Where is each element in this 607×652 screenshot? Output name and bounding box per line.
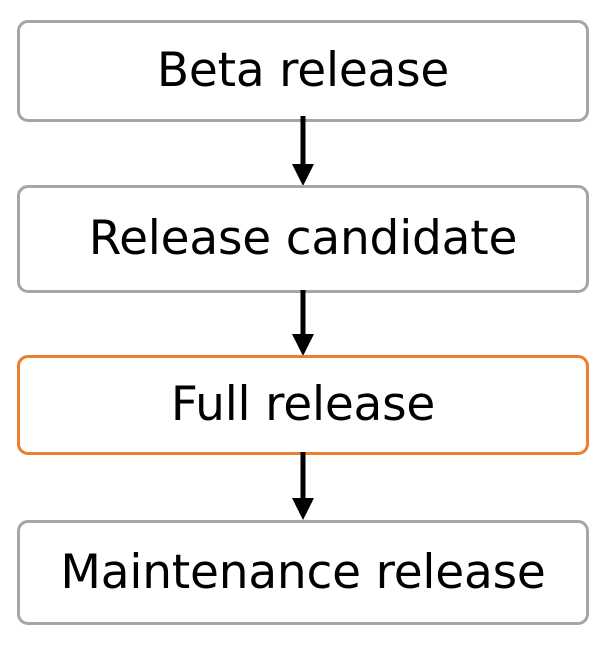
flow-node-maintenance-release[interactable]: Maintenance release: [17, 520, 589, 625]
flow-node-full-release[interactable]: Full release: [17, 355, 589, 455]
arrow-head: [292, 164, 314, 186]
arrow-shaft: [300, 290, 306, 336]
flow-node-label: Full release: [170, 377, 436, 433]
flow-node-label: Release candidate: [88, 211, 518, 267]
arrow-shaft: [300, 116, 306, 166]
flow-node-label: Maintenance release: [60, 544, 546, 600]
arrow-head: [292, 498, 314, 520]
flow-node-release-candidate[interactable]: Release candidate: [17, 185, 589, 293]
flow-node-beta-release[interactable]: Beta release: [17, 20, 589, 122]
arrow-head: [292, 334, 314, 356]
flow-connector-rc-to-full: [0, 290, 607, 358]
flow-node-label: Beta release: [156, 43, 450, 99]
flow-connector-full-to-maintenance: [0, 452, 607, 523]
flow-connector-beta-to-rc: [0, 116, 607, 188]
arrow-shaft: [300, 452, 306, 500]
